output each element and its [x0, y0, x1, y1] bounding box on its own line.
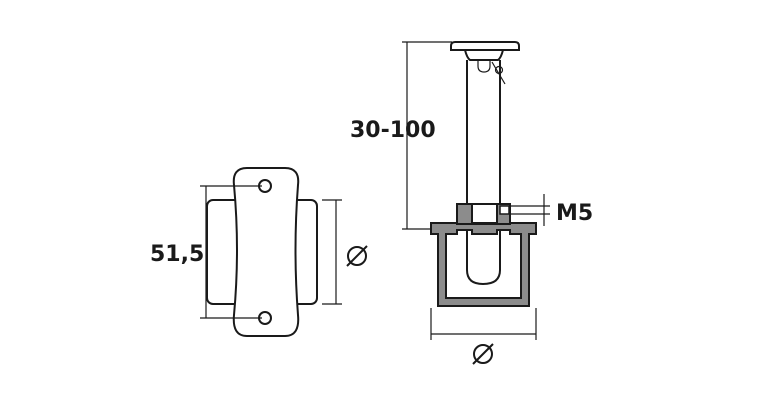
bracket-plate-view	[200, 167, 342, 337]
hinge-slot	[477, 60, 491, 73]
set-screw	[499, 205, 510, 215]
hinge-bar	[491, 61, 506, 85]
cup-wall	[430, 203, 537, 307]
adjust-range-label: 30-100	[350, 118, 436, 143]
bracket-plate	[232, 167, 300, 337]
collar	[456, 203, 511, 225]
stem-tip	[466, 269, 501, 286]
diameter-icon	[346, 245, 368, 267]
bracket-height-label: 51,5	[150, 242, 204, 267]
diameter-icon	[472, 343, 494, 365]
side-view	[402, 41, 550, 340]
top-disc	[450, 41, 520, 51]
disc-neck	[464, 49, 504, 61]
thread-label: M5	[556, 201, 593, 226]
